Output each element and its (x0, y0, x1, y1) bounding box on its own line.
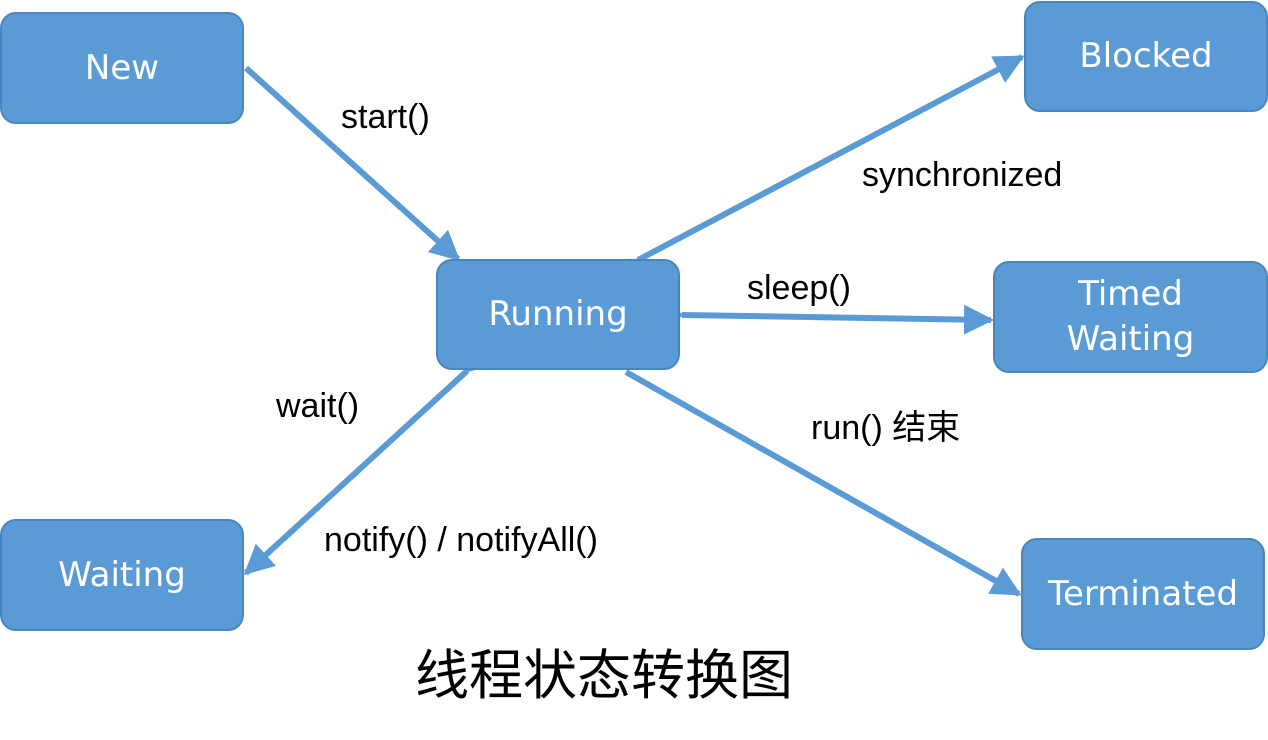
state-terminated: Terminated (1021, 538, 1265, 650)
diagram-caption: 线程状态转换图 (415, 644, 793, 707)
transition-label-wait: wait() (276, 387, 360, 425)
state-timed-waiting: Timed Waiting (993, 261, 1268, 373)
state-new: New (0, 12, 244, 124)
transition-label-start: start() (341, 98, 430, 136)
transition-label-run-end: run() 结束 (811, 409, 961, 447)
transition-label-notify: notify() / notifyAll() (324, 521, 598, 559)
state-waiting: Waiting (0, 519, 244, 631)
running-blocked-arrow (607, 54, 1025, 286)
running-waiting-arrow (243, 341, 498, 576)
transition-label-synchronized: synchronized (862, 156, 1063, 194)
transition-label-sleep: sleep() (747, 269, 851, 307)
running-timed-waiting-arrow (654, 299, 994, 335)
state-blocked: Blocked (1024, 1, 1268, 112)
state-running: Running (436, 259, 680, 370)
running-to-terminated-arrow (624, 369, 1022, 597)
new-to-running-arrow (243, 65, 461, 262)
